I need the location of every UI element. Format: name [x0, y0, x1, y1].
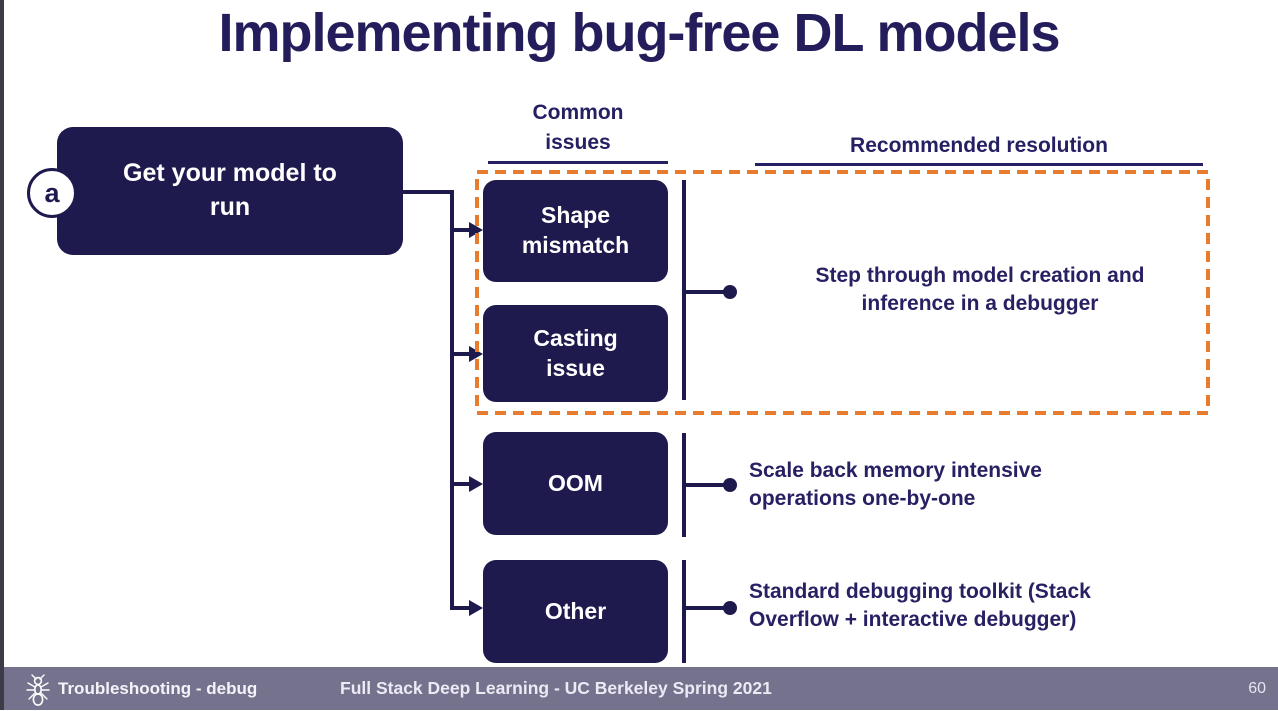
- column-header-recommended-resolution: Recommended resolution: [755, 131, 1203, 166]
- resolution-text-memory: Scale back memory intensive operations o…: [749, 457, 1219, 513]
- step-marker-label: a: [44, 177, 60, 208]
- resolution-text-toolkit: Standard debugging toolkit (Stack Overfl…: [749, 578, 1229, 634]
- column-header-common-issues: Common issues: [488, 98, 668, 164]
- common-issues-label: Common issues: [532, 101, 624, 154]
- resolution-line: Overflow + interactive debugger): [749, 608, 1077, 631]
- footer-center-label: Full Stack Deep Learning - UC Berkeley S…: [340, 678, 772, 698]
- ant-icon: [26, 674, 50, 706]
- resolution-text-debugger: Step through model creation and inferenc…: [745, 262, 1215, 318]
- page-number: 60: [1248, 679, 1266, 697]
- issue-box-casting-issue: Casting issue: [483, 305, 668, 402]
- resolution-line: Standard debugging toolkit (Stack: [749, 580, 1091, 603]
- issue-box-other: Other: [483, 560, 668, 663]
- resolution-leaders: [682, 180, 737, 663]
- root-box-get-model-to-run: Get your model to run: [57, 127, 403, 255]
- issue-box-shape-mismatch: Shape mismatch: [483, 180, 668, 282]
- resolution-line: operations one-by-one: [749, 487, 976, 510]
- footer-left-label: Troubleshooting - debug: [58, 678, 258, 698]
- issue-label: Other: [544, 597, 607, 624]
- highlight-dashed-box: [475, 170, 1210, 415]
- page-title: Implementing bug-free DL models: [218, 3, 1060, 63]
- step-marker-a: a: [27, 168, 77, 218]
- issue-box-oom: OOM: [483, 432, 668, 535]
- resolution-line: inference in a debugger: [861, 292, 1099, 315]
- footer-bar: [0, 667, 1278, 710]
- resolution-line: Step through model creation and: [815, 264, 1145, 287]
- root-box-label: Get your model to run: [123, 159, 337, 221]
- issue-label: Shape mismatch: [521, 202, 630, 258]
- window-edge-strip: [0, 0, 4, 710]
- trunk-line: [400, 190, 454, 608]
- resolution-line: Scale back memory intensive: [749, 459, 1042, 482]
- issue-label: Casting issue: [533, 324, 618, 381]
- branch-arrows: [450, 222, 483, 616]
- issue-label: OOM: [548, 469, 603, 496]
